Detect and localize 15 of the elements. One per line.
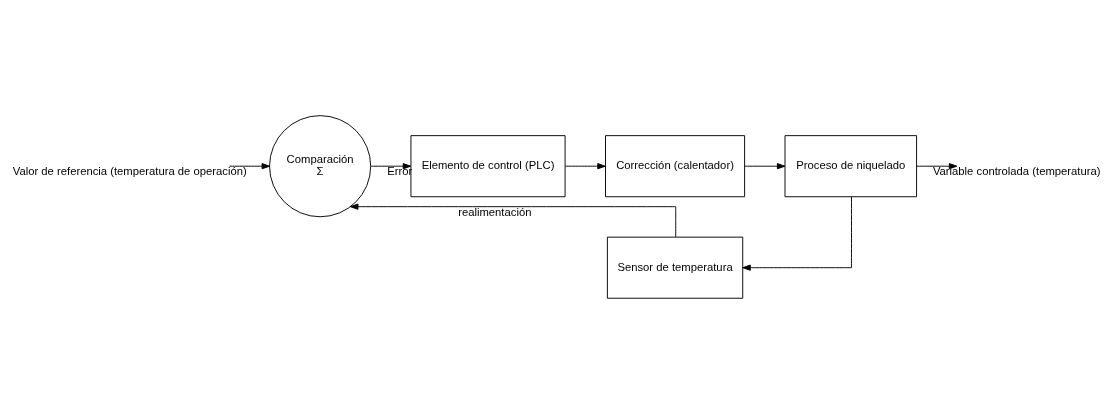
arrow (564, 162, 606, 169)
edge-label: Error (387, 164, 413, 177)
arrow (742, 195, 852, 271)
node-circle: Comparación Σ (269, 114, 372, 217)
arrow (370, 162, 412, 169)
arrow (229, 162, 271, 169)
node-box: Corrección (calentador) (605, 134, 746, 197)
node-box: Proceso de niquelado (784, 134, 918, 197)
edge-label: realimentación (458, 205, 532, 218)
arrow (916, 162, 958, 169)
edge-label: Valor de referencia (temperatura de operación) (12, 164, 247, 177)
node-box: Sensor de temperatura (606, 236, 744, 299)
arrow (744, 162, 786, 169)
edge-label: Variable controlada (temperatura) (932, 164, 1101, 177)
arrow (349, 203, 677, 237)
